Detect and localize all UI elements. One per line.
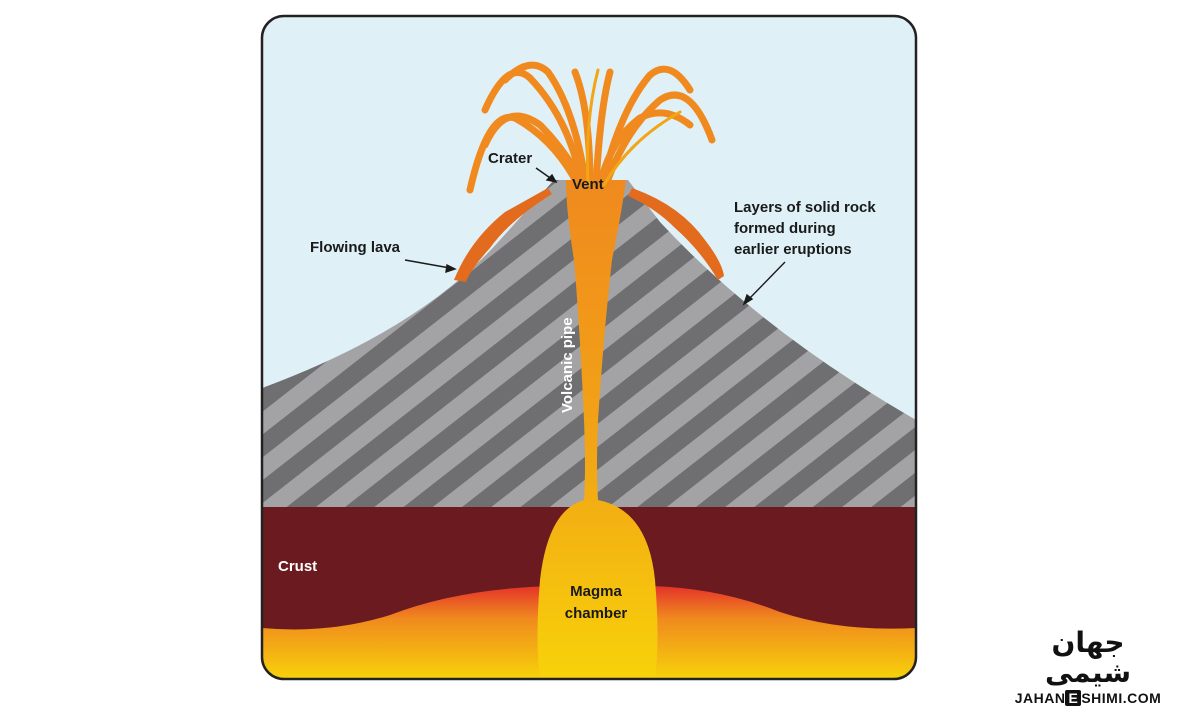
- watermark-prefix: JAHAN: [1014, 690, 1066, 706]
- label-crust: Crust: [278, 558, 317, 575]
- watermark-arabic: جهان شیمی: [1044, 626, 1132, 689]
- flowing-lava-left: [454, 188, 552, 282]
- label-crater: Crater: [488, 150, 532, 167]
- label-vent: Vent: [572, 176, 604, 193]
- volcano-diagram: Crater Vent Flowing lava Layers of solid…: [260, 14, 918, 681]
- label-volcanic-pipe: Volcanic pipe: [559, 317, 576, 413]
- eruption-fountain-thin: [585, 68, 682, 187]
- leader-lines: [404, 167, 786, 306]
- label-layers-line1: Layers of solid rock: [734, 199, 876, 216]
- flowing-lava-right: [628, 188, 724, 280]
- volcanic-pipe: [537, 180, 658, 679]
- label-flowing-lava: Flowing lava: [310, 239, 401, 256]
- label-magma-line2: chamber: [565, 605, 628, 622]
- label-layers-line2: formed during: [734, 220, 836, 237]
- label-magma-line1: Magma: [570, 583, 622, 600]
- watermark-suffix: SHIMI.COM: [1081, 690, 1162, 706]
- diagram-frame: [260, 14, 918, 681]
- label-layers-line3: earlier eruptions: [734, 241, 852, 258]
- watermark-mark: E: [1065, 690, 1082, 706]
